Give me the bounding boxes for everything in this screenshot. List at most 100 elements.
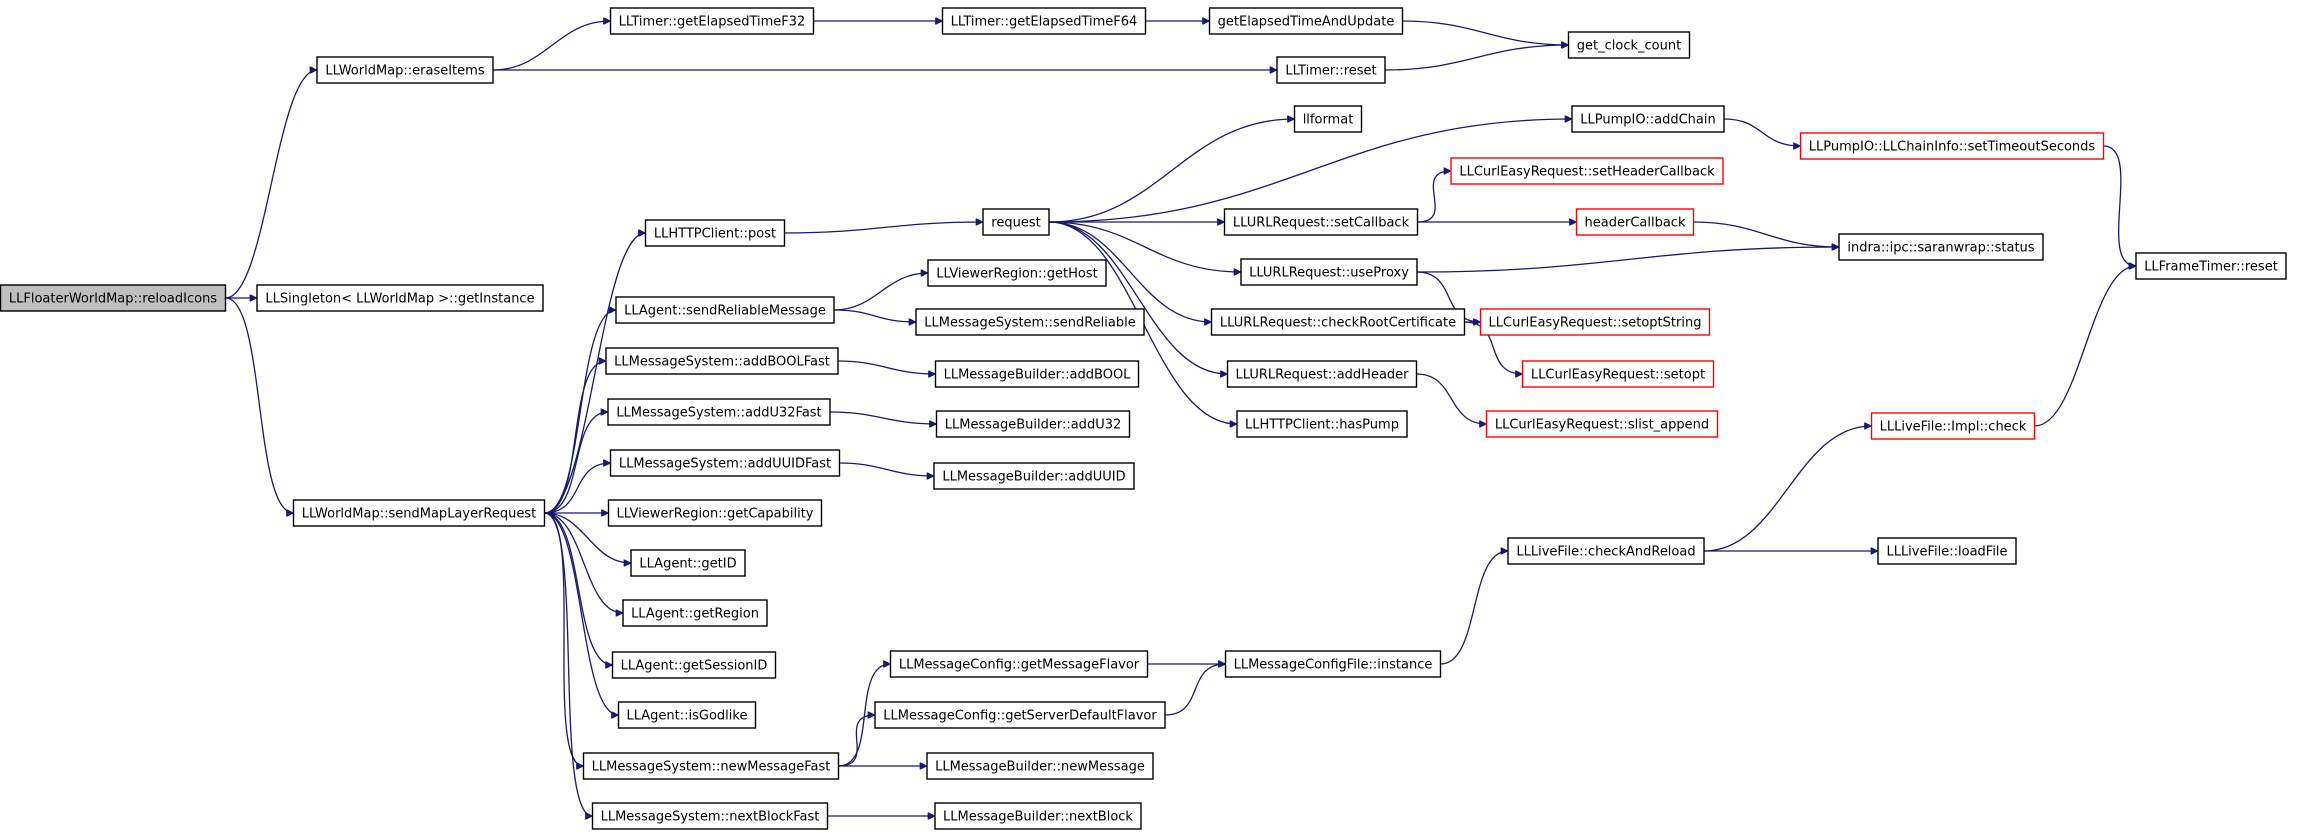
node-box <box>1521 360 1715 388</box>
node-label: LLCurlEasyRequest::setoptString <box>1489 316 1702 331</box>
node-sendmap[interactable]: LLWorldMap::sendMapLayerRequest <box>292 499 546 527</box>
node-gethost[interactable]: LLViewerRegion::getHost <box>927 259 1107 287</box>
edge-request-to-proxy <box>1048 221 1241 272</box>
node-label: LLFloaterWorldMap::reloadIcons <box>9 292 217 307</box>
node-getflavor[interactable]: LLMessageConfig::getMessageFlavor <box>889 650 1149 678</box>
node-label: LLLiveFile::loadFile <box>1886 545 2007 560</box>
edge-newmsgf-to-getsrvflavor <box>838 715 876 767</box>
edge-sendmap-to-addboolf <box>544 361 607 514</box>
node-erase[interactable]: LLWorldMap::eraseItems <box>316 56 494 84</box>
node-cfginst[interactable]: LLMessageConfigFile::instance <box>1224 650 1442 678</box>
node-box <box>926 752 1154 780</box>
node-label: LLMessageConfigFile::instance <box>1234 658 1433 673</box>
node-getid[interactable]: LLAgent::getID <box>630 549 746 577</box>
node-loadfile[interactable]: LLLiveFile::loadFile <box>1877 537 2017 565</box>
node-box <box>1276 56 1386 84</box>
edge-erase-to-f32 <box>492 21 611 71</box>
node-rootcert[interactable]: LLURLRequest::checkRootCertificate <box>1210 308 1466 336</box>
node-addboolf[interactable]: LLMessageSystem::addBOOLFast <box>605 347 839 375</box>
node-sethdrcb[interactable]: LLCurlEasyRequest::setHeaderCallback <box>1450 157 1724 185</box>
edges-layer <box>225 20 2137 816</box>
node-box <box>644 219 786 247</box>
node-box <box>256 284 544 312</box>
node-box <box>941 7 1147 35</box>
node-treset[interactable]: LLTimer::reset <box>1276 56 1386 84</box>
node-label: LLMessageSystem::addU32Fast <box>616 406 821 421</box>
edge-elupd-to-clock <box>1402 20 1569 45</box>
node-newmsgf[interactable]: LLMessageSystem::newMessageFast <box>582 752 840 780</box>
node-label: LLLiveFile::checkAndReload <box>1516 545 1695 560</box>
node-f32[interactable]: LLTimer::getElapsedTimeF32 <box>609 7 815 35</box>
edge-proxy-to-status <box>1416 247 1839 273</box>
node-getinst[interactable]: LLSingleton< LLWorldMap >::getInstance <box>256 284 544 312</box>
node-settimeout[interactable]: LLPumpIO::LLChainInfo::setTimeoutSeconds <box>1799 132 2105 160</box>
node-box <box>1799 132 2105 160</box>
node-isgod[interactable]: LLAgent::isGodlike <box>617 701 757 729</box>
node-addheader[interactable]: LLURLRequest::addHeader <box>1226 360 1418 388</box>
node-request[interactable]: request <box>982 208 1050 236</box>
node-hdrcb[interactable]: headerCallback <box>1575 208 1695 236</box>
node-label: LLMessageBuilder::nextBlock <box>943 810 1133 825</box>
node-addchain[interactable]: LLPumpIO::addChain <box>1571 105 1725 133</box>
node-adduuid[interactable]: LLMessageBuilder::addUUID <box>933 462 1135 490</box>
node-box <box>1450 157 1724 185</box>
node-elupd[interactable]: getElapsedTimeAndUpdate <box>1208 7 1404 35</box>
node-box <box>609 449 841 477</box>
edge-sendrel-to-msgsendrel <box>833 309 916 322</box>
node-label: LLFrameTimer::reset <box>2144 260 2278 275</box>
node-box <box>2135 252 2287 280</box>
node-proxy[interactable]: LLURLRequest::useProxy <box>1240 258 1418 286</box>
node-nextblkf[interactable]: LLMessageSystem::nextBlockFast <box>591 802 829 830</box>
edge-treset-to-clock <box>1384 45 1569 71</box>
nodes-layer: LLFloaterWorldMap::reloadIconsLLWorldMap… <box>0 7 2287 830</box>
node-addu32[interactable]: LLMessageBuilder::addU32 <box>935 410 1131 438</box>
node-label: llformat <box>1303 113 1354 128</box>
node-getsess[interactable]: LLAgent::getSessionID <box>611 651 777 679</box>
node-box <box>605 347 839 375</box>
node-getregion[interactable]: LLAgent::getRegion <box>622 599 768 627</box>
node-checkreload[interactable]: LLLiveFile::checkAndReload <box>1507 537 1705 565</box>
edge-request-to-rootcert <box>1048 221 1212 322</box>
node-implcheck[interactable]: LLLiveFile::Impl::check <box>1870 412 2036 440</box>
node-newmsg[interactable]: LLMessageBuilder::newMessage <box>926 752 1154 780</box>
node-haspump[interactable]: LLHTTPClient::hasPump <box>1236 410 1408 438</box>
node-box <box>617 701 757 729</box>
node-label: LLViewerRegion::getHost <box>936 267 1097 282</box>
edge-addheader-to-slist <box>1416 373 1487 424</box>
node-label: LLWorldMap::sendMapLayerRequest <box>302 507 537 522</box>
node-box <box>1223 208 1419 236</box>
node-label: LLTimer::getElapsedTimeF64 <box>951 15 1138 30</box>
node-setopt[interactable]: LLCurlEasyRequest::setopt <box>1521 360 1715 388</box>
node-root[interactable]: LLFloaterWorldMap::reloadIcons <box>0 284 227 312</box>
node-slist[interactable]: LLCurlEasyRequest::slist_append <box>1485 410 1719 438</box>
node-post[interactable]: LLHTTPClient::post <box>644 219 786 247</box>
node-label: LLURLRequest::addHeader <box>1236 368 1410 383</box>
node-label: LLHTTPClient::post <box>654 227 776 242</box>
node-addu32f[interactable]: LLMessageSystem::addU32Fast <box>607 398 831 426</box>
node-addbool[interactable]: LLMessageBuilder::addBOOL <box>934 360 1140 388</box>
node-setoptstr[interactable]: LLCurlEasyRequest::setoptString <box>1479 308 1711 336</box>
node-clock[interactable]: get_clock_count <box>1567 31 1691 59</box>
node-box <box>292 499 546 527</box>
edge-root-to-erase <box>225 70 318 299</box>
edge-hdrcb-to-status <box>1693 221 1840 247</box>
node-label: LLPumpIO::addChain <box>1580 113 1715 128</box>
edge-checkreload-to-implcheck <box>1703 426 1872 552</box>
node-nextblk[interactable]: LLMessageBuilder::nextBlock <box>934 802 1142 830</box>
node-setcb[interactable]: LLURLRequest::setCallback <box>1223 208 1419 236</box>
node-status[interactable]: indra::ipc::saranwrap::status <box>1838 233 2044 261</box>
node-llformat[interactable]: llformat <box>1293 105 1363 133</box>
node-getcap[interactable]: LLViewerRegion::getCapability <box>607 499 823 527</box>
node-frreset[interactable]: LLFrameTimer::reset <box>2135 252 2287 280</box>
edge-sendmap-to-getregion <box>544 512 624 613</box>
node-f64[interactable]: LLTimer::getElapsedTimeF64 <box>941 7 1147 35</box>
node-label: LLURLRequest::checkRootCertificate <box>1220 316 1456 331</box>
node-box <box>1236 410 1408 438</box>
node-msgsendrel[interactable]: LLMessageSystem::sendReliable <box>915 308 1145 336</box>
node-label: LLURLRequest::useProxy <box>1249 266 1409 281</box>
node-box <box>1210 308 1466 336</box>
node-sendrel[interactable]: LLAgent::sendReliableMessage <box>615 296 835 324</box>
node-adduuidf[interactable]: LLMessageSystem::addUUIDFast <box>609 449 841 477</box>
node-getsrvflavor[interactable]: LLMessageConfig::getServerDefaultFlavor <box>874 701 1166 729</box>
